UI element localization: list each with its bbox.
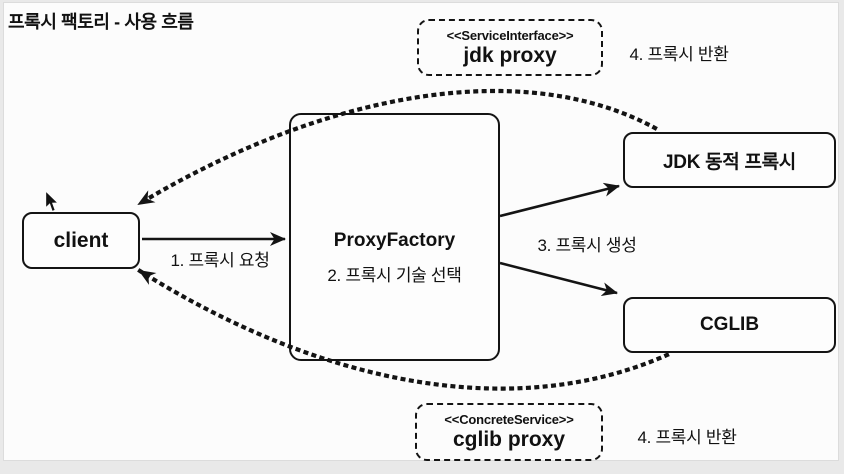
interface-cglib-label: cglib proxy [452,428,566,451]
node-jdk-dynamic-proxy: JDK 동적 프록시 [623,132,836,188]
label-proxy-request: 1. 프록시 요청 [170,251,270,270]
label-proxy-return-jdk: 4. 프록시 반환 [629,45,729,64]
node-cglib: CGLIB [623,297,836,353]
interface-cglib-stereotype: <<ConcreteService>> [444,412,574,427]
edge-create-jdk-arrow [499,182,620,218]
label-proxy-return-cglib: 4. 프록시 반환 [637,428,737,447]
interface-jdk-label: jdk proxy [463,43,557,67]
node-proxy-factory: ProxyFactory 2. 프록시 기술 선택 [289,113,500,361]
edge-create-cglib-arrow [499,261,618,297]
node-proxy-factory-step: 2. 프록시 기술 선택 [327,266,462,285]
node-jdk-dynamic-proxy-label: JDK 동적 프록시 [663,151,796,173]
node-cglib-label: CGLIB [699,314,760,335]
interface-jdk-proxy: <<ServiceInterface>> jdk proxy [417,19,603,76]
interface-jdk-stereotype: <<ServiceInterface>> [446,27,574,43]
interface-cglib-proxy: <<ConcreteService>> cglib proxy [415,403,603,461]
node-client-label: client [53,228,109,252]
label-proxy-create: 3. 프록시 생성 [537,236,637,255]
node-proxy-factory-label: ProxyFactory [333,230,456,251]
node-client: client [22,212,140,269]
mouse-cursor-icon [45,191,59,212]
page-title: 프록시 팩토리 - 사용 흐름 [8,12,194,32]
